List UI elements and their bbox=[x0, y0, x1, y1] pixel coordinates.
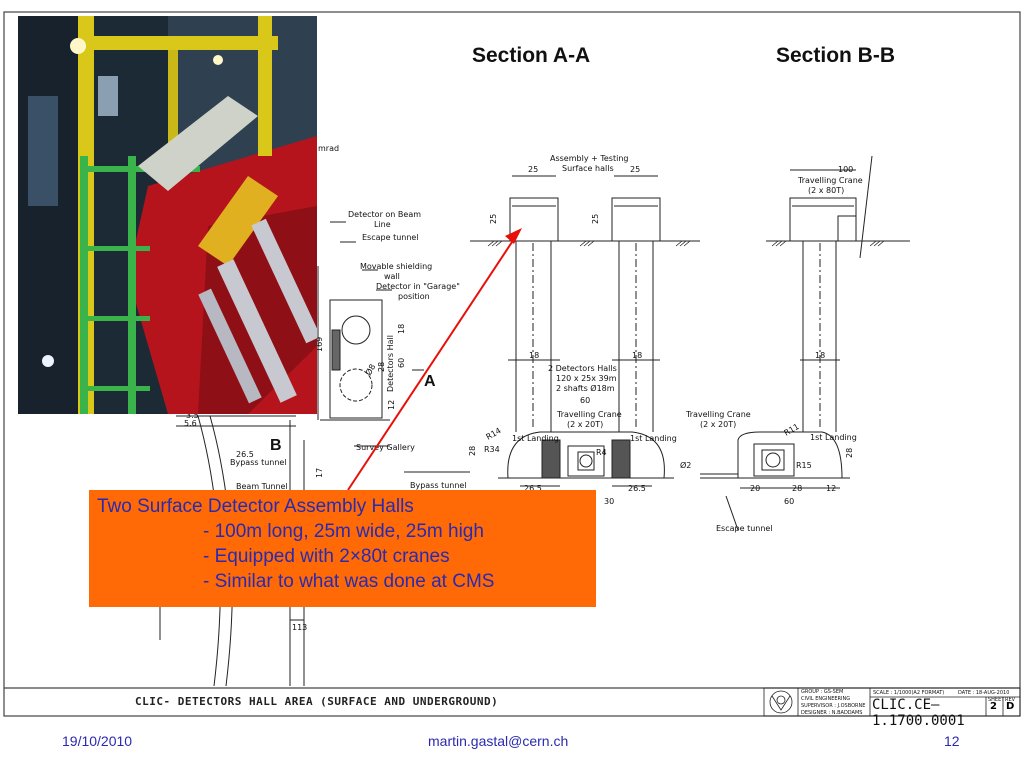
svg-text:120 x 25x 39m: 120 x 25x 39m bbox=[556, 374, 617, 383]
svg-text:Detectors Hall: Detectors Hall bbox=[386, 335, 395, 392]
svg-text:Surface halls: Surface halls bbox=[562, 164, 614, 173]
svg-text:Survey Gallery: Survey Gallery bbox=[356, 443, 415, 452]
tb-dept: CIVIL ENGINEERING bbox=[801, 696, 851, 702]
tb-rev-label: REV bbox=[1005, 697, 1016, 703]
svg-text:R14: R14 bbox=[485, 426, 503, 442]
drawing-title: CLIC- DETECTORS HALL AREA (SURFACE AND U… bbox=[135, 695, 499, 708]
svg-text:Assembly + Testing: Assembly + Testing bbox=[550, 154, 628, 163]
tb-scale: SCALE : 1/1000(A2 FORMAT) bbox=[873, 690, 945, 696]
svg-text:(2 x 20T): (2 x 20T) bbox=[567, 420, 603, 429]
callout-item: - Equipped with 2×80t cranes bbox=[203, 546, 450, 567]
svg-text:Ø2: Ø2 bbox=[680, 460, 691, 470]
section-a-title: Section A-A bbox=[472, 44, 590, 67]
tb-designer: DESIGNER : N.BADDAMS bbox=[801, 710, 863, 716]
svg-text:Beam Tunnel: Beam Tunnel bbox=[236, 482, 288, 491]
svg-text:12: 12 bbox=[387, 400, 396, 410]
tb-date: DATE : 18-AUG-2010 bbox=[958, 690, 1010, 696]
svg-text:Line: Line bbox=[374, 220, 391, 229]
section-marker-a: A bbox=[424, 373, 436, 390]
footer-email: martin.gastal@cern.ch bbox=[428, 733, 569, 749]
tb-group: GROUP : GS-SEM bbox=[801, 689, 844, 695]
title-block-grid bbox=[763, 687, 1021, 717]
footer-page-number: 12 bbox=[944, 733, 960, 749]
svg-text:3.5: 3.5 bbox=[186, 411, 199, 420]
svg-text:60: 60 bbox=[397, 358, 406, 368]
svg-text:wall: wall bbox=[384, 272, 400, 281]
section-marker-b: B bbox=[270, 437, 282, 454]
svg-text:60: 60 bbox=[580, 396, 590, 405]
svg-text:(2 x 80T): (2 x 80T) bbox=[808, 186, 844, 195]
svg-text:25: 25 bbox=[489, 214, 498, 224]
svg-text:1st Landing: 1st Landing bbox=[630, 434, 677, 443]
svg-text:20: 20 bbox=[750, 484, 760, 493]
svg-text:Escape tunnel: Escape tunnel bbox=[362, 233, 419, 242]
cern-logo-icon bbox=[769, 690, 793, 714]
svg-text:R15: R15 bbox=[796, 461, 812, 470]
svg-text:113: 113 bbox=[292, 623, 307, 632]
section-b-drawing bbox=[700, 155, 910, 531]
svg-text:1st Landing: 1st Landing bbox=[512, 434, 559, 443]
svg-text:12: 12 bbox=[826, 484, 836, 493]
svg-text:100: 100 bbox=[838, 165, 853, 174]
section-a-drawing bbox=[470, 175, 700, 487]
svg-text:28: 28 bbox=[468, 446, 477, 456]
svg-text:Movable shielding: Movable shielding bbox=[360, 262, 432, 271]
section-b-title: Section B-B bbox=[776, 44, 895, 67]
pointer-arrow bbox=[347, 228, 522, 491]
callout-title: Two Surface Detector Assembly Halls bbox=[97, 496, 414, 517]
svg-text:2 Detectors Halls: 2 Detectors Halls bbox=[548, 364, 617, 373]
drawing-code: CLIC.CE–1.1700.0001 bbox=[872, 697, 965, 729]
svg-text:169: 169 bbox=[315, 337, 324, 352]
svg-text:Bypass tunnel: Bypass tunnel bbox=[410, 481, 467, 490]
drawing-annotations: Assembly + Testing Surface halls Travell… bbox=[184, 144, 863, 632]
svg-text:18: 18 bbox=[529, 351, 539, 360]
footer-date: 19/10/2010 bbox=[62, 733, 133, 749]
svg-text:25: 25 bbox=[591, 214, 600, 224]
svg-text:18: 18 bbox=[632, 351, 642, 360]
svg-text:(2 x 20T): (2 x 20T) bbox=[700, 420, 736, 429]
svg-text:Travelling Crane: Travelling Crane bbox=[685, 410, 751, 419]
callout-box: Two Surface Detector Assembly Halls - 10… bbox=[89, 490, 596, 607]
svg-text:5.6: 5.6 bbox=[184, 419, 197, 428]
svg-text:2 shafts Ø18m: 2 shafts Ø18m bbox=[556, 383, 615, 393]
tb-supervisor: SUPERVISOR : J.OSBORNE bbox=[801, 703, 866, 709]
callout-item: - 100m long, 25m wide, 25m high bbox=[203, 521, 484, 542]
svg-text:1st Landing: 1st Landing bbox=[810, 433, 857, 442]
svg-text:26.5: 26.5 bbox=[524, 484, 542, 493]
svg-text:R11: R11 bbox=[783, 422, 801, 438]
tb-sheet-number: 2 bbox=[990, 701, 997, 712]
ground-hatch-b bbox=[771, 240, 885, 247]
svg-text:R4: R4 bbox=[596, 448, 607, 457]
svg-text:R34: R34 bbox=[484, 445, 500, 454]
svg-text:30: 30 bbox=[604, 497, 614, 506]
svg-text:Detector in "Garage": Detector in "Garage" bbox=[376, 282, 460, 291]
svg-text:17: 17 bbox=[315, 468, 324, 478]
tb-sheet-label: SHEET bbox=[988, 697, 1005, 703]
tb-revision: D bbox=[1006, 701, 1015, 712]
svg-text:26.5: 26.5 bbox=[628, 484, 646, 493]
svg-text:Detector on Beam: Detector on Beam bbox=[348, 210, 421, 219]
drawing-border bbox=[3, 11, 1021, 717]
svg-text:25: 25 bbox=[630, 165, 640, 174]
svg-text:18: 18 bbox=[397, 324, 406, 334]
svg-text:Travelling Crane: Travelling Crane bbox=[797, 176, 863, 185]
svg-text:28: 28 bbox=[845, 448, 854, 458]
svg-text:position: position bbox=[398, 292, 430, 301]
detector-assembly-photo bbox=[18, 16, 317, 414]
ground-hatch-a bbox=[487, 240, 691, 247]
svg-text:mrad: mrad bbox=[318, 144, 339, 153]
svg-text:Travelling Crane: Travelling Crane bbox=[556, 410, 622, 419]
svg-text:26.5: 26.5 bbox=[236, 450, 254, 459]
callout-item: - Similar to what was done at CMS bbox=[203, 571, 495, 592]
svg-text:Escape tunnel: Escape tunnel bbox=[716, 524, 773, 533]
svg-text:Ø8: Ø8 bbox=[363, 362, 377, 377]
svg-text:25: 25 bbox=[528, 165, 538, 174]
svg-text:18: 18 bbox=[815, 351, 825, 360]
svg-text:Bypass tunnel: Bypass tunnel bbox=[230, 458, 287, 467]
svg-text:60: 60 bbox=[784, 497, 794, 506]
svg-text:28: 28 bbox=[377, 362, 386, 372]
svg-text:28: 28 bbox=[792, 484, 802, 493]
